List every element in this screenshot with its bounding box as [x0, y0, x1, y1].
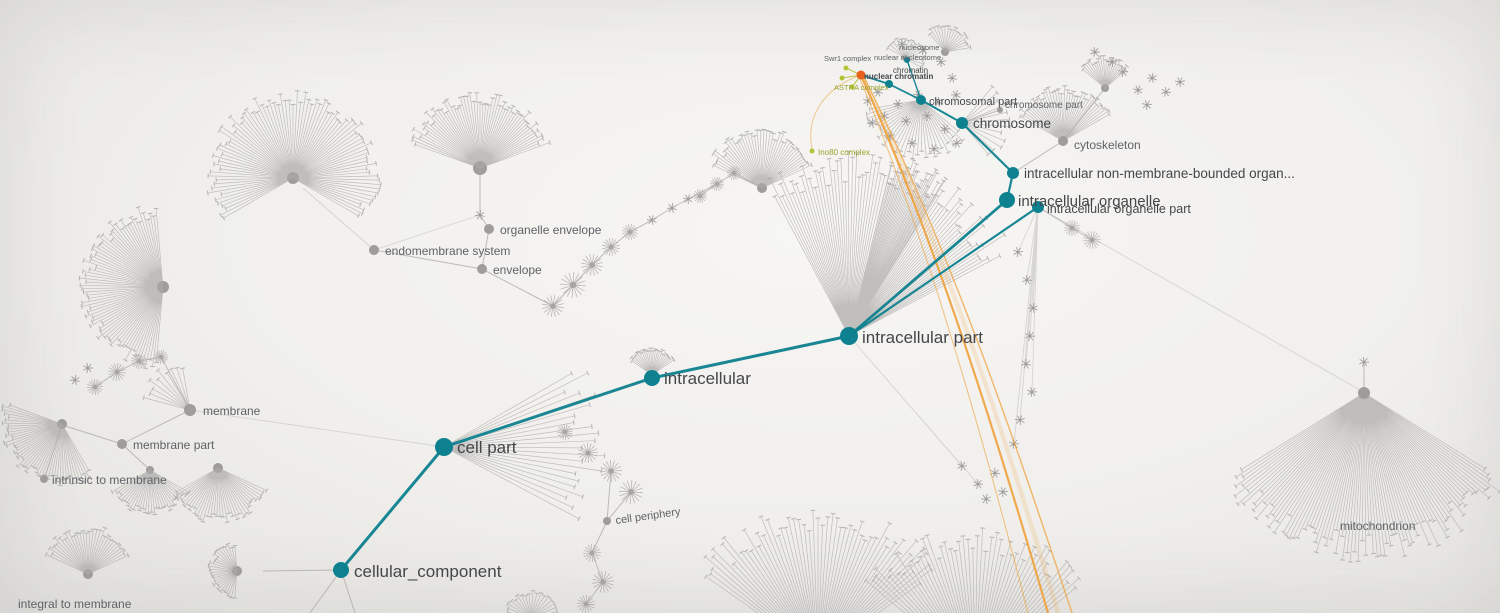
gray-edges-faint: [189, 187, 1361, 485]
label-ino80-complex[interactable]: Ino80 complex: [818, 148, 870, 157]
label-intracellular-organelle-part[interactable]: intracellular organelle part: [1047, 202, 1191, 216]
label-mitochondrion[interactable]: mitochondrion: [1340, 519, 1415, 533]
node-chromosome-part[interactable]: [997, 107, 1003, 113]
node-chromatin[interactable]: [885, 80, 893, 88]
node-intrinsic-to-membrane[interactable]: [40, 475, 48, 483]
label-intracellular-part[interactable]: intracellular part: [862, 328, 983, 347]
label-nucleosome[interactable]: nucleosome: [899, 43, 939, 52]
node-organelle-envelope[interactable]: [484, 224, 494, 234]
node-cellular-component[interactable]: [333, 562, 349, 578]
label-intracellular-non-membrane-bounded-organelle[interactable]: intracellular non-membrane-bounded organ…: [1024, 166, 1295, 181]
label-chromosome[interactable]: chromosome: [973, 116, 1051, 131]
label-cellular-component[interactable]: cellular_component: [354, 562, 502, 581]
node-intracellular[interactable]: [644, 370, 660, 386]
fan-leaf-ticks: [1, 24, 1500, 613]
highlighted-edge: [906, 59, 922, 101]
node-nuclear-chromatin[interactable]: [856, 70, 866, 80]
node-envelope[interactable]: [477, 264, 487, 274]
highlighted-edge: [339, 445, 446, 572]
orange-edge: [810, 75, 859, 150]
node-intracellular-organelle[interactable]: [999, 192, 1015, 208]
node-intracellular-non-membrane-bounded-organelle[interactable]: [1007, 167, 1019, 179]
label-intracellular-organelle[interactable]: intracellular organelle: [1018, 193, 1161, 210]
fan-spokes: [2, 25, 1500, 613]
node-intracellular-organelle-part[interactable]: [1032, 201, 1044, 213]
node-membrane[interactable]: [184, 404, 196, 416]
node-intracellular-part[interactable]: [840, 327, 858, 345]
highlighted-path-edges: [339, 59, 1040, 572]
term-labels: cellular_component cell part intracellular…: [18, 43, 1415, 611]
label-intracellular[interactable]: intracellular: [664, 369, 751, 388]
label-intrinsic-to-membrane[interactable]: intrinsic to membrane: [52, 473, 167, 487]
label-envelope[interactable]: envelope: [493, 263, 542, 277]
label-membrane[interactable]: membrane: [203, 404, 261, 418]
node-ino80-complex[interactable]: [809, 148, 815, 154]
label-cytoskeleton[interactable]: cytoskeleton: [1074, 138, 1141, 152]
highlighted-edge: [847, 205, 1040, 338]
label-chromosomal-part[interactable]: chromosomal part: [929, 96, 1017, 108]
node-nucleosome[interactable]: [904, 57, 910, 63]
fan-clusters: [1, 24, 1500, 613]
star-spokes: [69, 38, 1370, 505]
label-endomembrane-system[interactable]: endomembrane system: [385, 244, 510, 258]
node-chromosomal-part[interactable]: [916, 95, 926, 105]
label-swr1-complex[interactable]: Swr1 complex: [824, 54, 871, 63]
highlighted-edge: [650, 334, 851, 380]
rosette-clusters: [86, 165, 1101, 613]
highlighted-edge: [888, 83, 922, 101]
node-green-term-2[interactable]: [839, 75, 845, 81]
highlighted-edge: [847, 198, 1009, 338]
label-cell-part[interactable]: cell part: [457, 438, 517, 457]
highlighted-edge: [860, 74, 890, 85]
orange-edge: [859, 74, 1050, 613]
gray-edges: [43, 87, 1365, 613]
label-membrane-part[interactable]: membrane part: [133, 438, 215, 452]
node-cell-part[interactable]: [435, 438, 453, 456]
label-nuclear-nucleosome[interactable]: nuclear nucleosome: [874, 53, 941, 62]
label-nuclear-chromatin[interactable]: nuclear chromatin: [864, 72, 933, 81]
label-organelle-envelope[interactable]: organelle envelope: [500, 223, 602, 237]
node-cell-periphery[interactable]: [603, 517, 611, 525]
node-membrane-part[interactable]: [117, 439, 127, 449]
label-chromatin[interactable]: chromatin: [893, 66, 928, 75]
node-endomembrane-system[interactable]: [369, 245, 379, 255]
node-green-term-3[interactable]: [849, 84, 855, 90]
highlighted-edge: [442, 376, 654, 449]
orange-edge: [857, 73, 1029, 613]
label-cell-periphery[interactable]: cell periphery: [615, 506, 682, 527]
highlighted-edge: [920, 99, 963, 124]
term-nodes: [40, 57, 1370, 578]
label-chromosome-part[interactable]: chromosome part: [1005, 100, 1083, 111]
star-nodes: [69, 38, 1370, 505]
rosette-spokes: [86, 165, 1101, 613]
label-astra-complex[interactable]: ASTRA complex: [834, 83, 889, 92]
node-cytoskeleton[interactable]: [1058, 136, 1068, 146]
orange-edge: [863, 76, 1073, 613]
node-mitochondrion[interactable]: [1358, 387, 1370, 399]
label-integral-to-membrane[interactable]: integral to membrane: [18, 597, 132, 611]
orange-relation-edges: [810, 73, 1073, 613]
orange-edge: [859, 75, 1061, 613]
node-chromosome[interactable]: [956, 117, 968, 129]
highlighted-edge: [960, 121, 1015, 175]
node-green-term-1[interactable]: [843, 65, 849, 71]
